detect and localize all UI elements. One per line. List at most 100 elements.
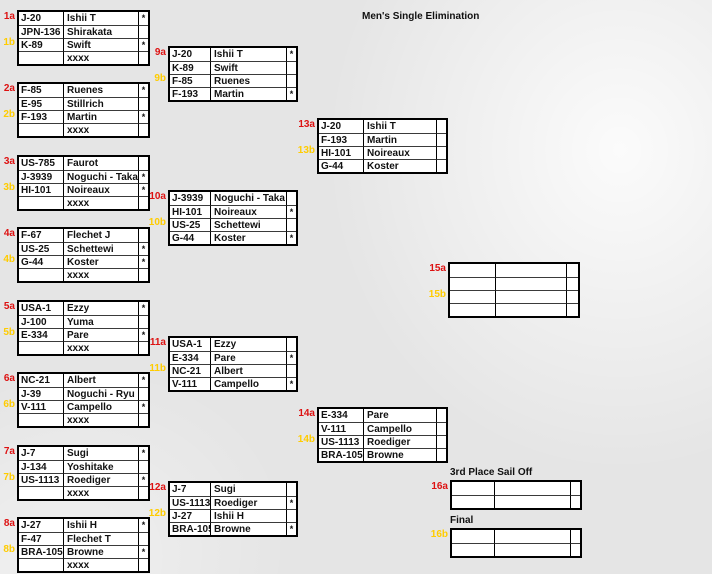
sail-number-cell: HI-101 [170, 205, 211, 218]
advance-star: * [286, 522, 296, 535]
sailor-name-cell: Campello [64, 400, 138, 413]
star-cell-empty [286, 218, 296, 231]
sail-number-cell: K-89 [170, 61, 211, 74]
sailor-name-cell: Yoshitake [64, 460, 138, 473]
advance-star: * [138, 38, 148, 51]
sailor-name-cell: Swift [211, 61, 286, 74]
sailor-name-cell: Albert [211, 364, 286, 377]
star-cell-empty [138, 341, 148, 354]
sail-number-cell: J-39 [19, 387, 64, 400]
advance-star: * [138, 302, 148, 315]
heat-label-13b: 13b [297, 145, 315, 156]
star-cell-empty [436, 422, 446, 435]
sail-number-cell: F-67 [19, 229, 64, 242]
advance-star: * [286, 496, 296, 509]
sailor-name-cell: Stillrich [64, 97, 138, 110]
star-cell-empty [138, 413, 148, 426]
sail-number-cell: F-47 [19, 532, 64, 545]
star-cell-empty [138, 157, 148, 170]
sail-number-cell: F-193 [19, 110, 64, 123]
advance-star: * [138, 12, 148, 25]
heat-label-1b: 1b [3, 37, 15, 48]
sailor-name-cell: Martin [64, 110, 138, 123]
sail-number-cell: F-193 [319, 133, 364, 146]
sailor-name-cell: Sugi [67, 448, 89, 459]
sailor-name-cell: xxxx [64, 413, 138, 426]
star-cell-empty [436, 133, 446, 146]
star-cell-empty [138, 123, 148, 136]
sail-number-cell: G-44 [170, 231, 211, 244]
star-cell-empty [566, 277, 578, 290]
sail-number-cell: K-89 [19, 38, 64, 51]
heat-label-10a: 10a [149, 191, 166, 202]
star-cell-empty [138, 25, 148, 38]
sailor-name-cell: Ezzy [67, 303, 90, 314]
sailor-name-cell: xxxx [64, 486, 138, 499]
advance-star: * [138, 183, 148, 196]
sail-number-cell [19, 413, 64, 426]
sailor-name-cell: Koster [64, 255, 138, 268]
sailor-name-cell [495, 482, 570, 495]
advance-star: * [138, 374, 148, 387]
sail-number-cell [450, 290, 496, 303]
star-cell-empty [286, 364, 296, 377]
heat-label-13a: 13a [298, 119, 315, 130]
heat-label-8b: 8b [3, 544, 15, 555]
sail-number-cell: J-134 [19, 460, 64, 473]
sailor-name-cell: Roediger [211, 496, 286, 509]
sailor-name-cell: Ezzy [214, 339, 237, 350]
sail-number-cell: E-334 [170, 351, 211, 364]
sailor-name-cell: Campello [211, 377, 286, 390]
sail-number-cell: HI-101 [319, 146, 364, 159]
star-cell-empty [286, 74, 296, 87]
star-cell-empty [138, 229, 148, 242]
sailor-name-cell: Yuma [64, 315, 138, 328]
sailor-name-cell: Ishii T [367, 121, 396, 132]
heat-label-7a: 7a [3, 446, 15, 457]
sail-number-cell: F-85 [19, 84, 64, 97]
heat-label-3a: 3a [3, 156, 15, 167]
star-cell-empty [436, 120, 446, 133]
heat-label-11a: 11a [149, 337, 166, 348]
sail-number-cell: F-85 [170, 74, 211, 87]
sailor-name-cell: Martin [211, 87, 286, 100]
advance-star: * [138, 170, 148, 183]
advance-star: * [286, 231, 296, 244]
sail-number-cell [19, 123, 64, 136]
sail-number-cell: E-95 [19, 97, 64, 110]
sailor-name-cell: Noguchi - Taka [64, 170, 138, 183]
sailor-name-cell [495, 495, 570, 508]
sailor-name-cell: Ishii T [67, 13, 96, 24]
advance-star: * [138, 400, 148, 413]
advance-star: * [286, 351, 296, 364]
advance-star: * [138, 255, 148, 268]
section-heading-final: Final [450, 515, 474, 526]
heat-label-4b: 4b [3, 254, 15, 265]
bracket-box-15 [448, 262, 580, 318]
sail-number-cell [19, 51, 64, 64]
star-cell-empty [138, 268, 148, 281]
sailor-name-cell [496, 264, 566, 277]
sail-number-cell: G-44 [319, 159, 364, 172]
sailor-name-cell [496, 303, 566, 316]
sail-number-cell: V-111 [170, 377, 211, 390]
sailor-name-cell: Koster [211, 231, 286, 244]
sail-number-cell: USA-1 [19, 302, 64, 315]
sailor-name-cell: Noguchi - Ryu [64, 387, 138, 400]
advance-star: * [138, 110, 148, 123]
star-cell-empty [138, 97, 148, 110]
advance-star: * [138, 519, 148, 532]
star-cell-empty [286, 61, 296, 74]
heat-label-12a: 12a [149, 482, 166, 493]
sailor-name-cell: Ishii H [67, 520, 98, 531]
advance-star: * [138, 545, 148, 558]
